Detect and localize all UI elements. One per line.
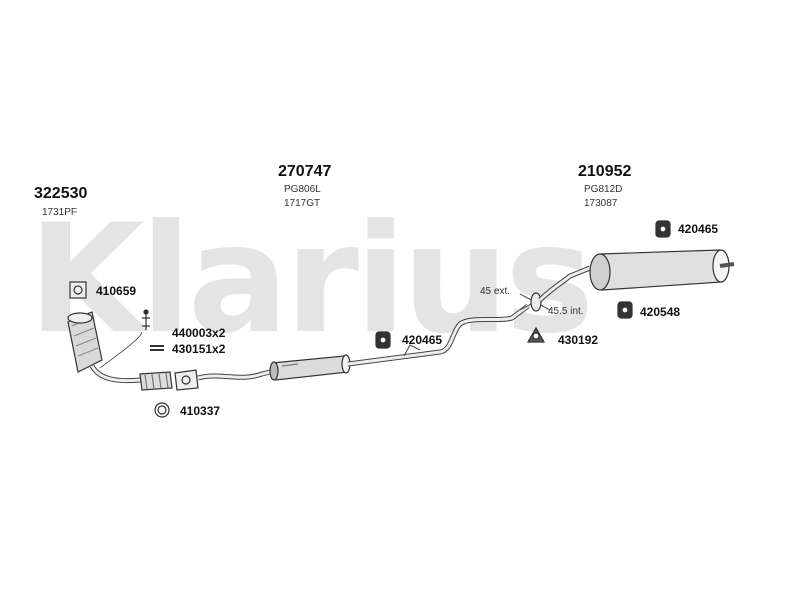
center-silencer[interactable] xyxy=(269,354,351,381)
section-rear-number: 210952 xyxy=(578,163,632,180)
section-center-code1: PG806L xyxy=(284,184,321,195)
section-center-code2: 1717GT xyxy=(284,198,321,209)
part-420465-top-label: 420465 xyxy=(678,222,719,236)
part-440003-label: 440003x2 xyxy=(172,326,226,340)
catalytic-converter[interactable] xyxy=(67,311,103,373)
hanger-430192-icon[interactable] xyxy=(526,326,546,343)
section-catalyst-number: 322530 xyxy=(34,185,88,202)
rear-silencer[interactable] xyxy=(538,249,735,302)
section-rear-code2: 173087 xyxy=(584,198,618,209)
part-430192-label: 430192 xyxy=(558,333,599,347)
middle-pipe[interactable] xyxy=(197,367,279,381)
bolt-leader-line xyxy=(99,331,143,369)
mount-420548-icon[interactable] xyxy=(617,301,633,319)
section-catalyst-code: 1731PF xyxy=(42,207,78,218)
ring-410337-icon[interactable] xyxy=(154,402,170,418)
bolt-440003-icon[interactable] xyxy=(142,309,150,330)
part-430151-label: 430151x2 xyxy=(172,342,226,356)
mount-420465-mid-icon[interactable] xyxy=(375,331,391,349)
part-420548-label: 420548 xyxy=(640,305,681,319)
front-pipe[interactable] xyxy=(89,364,173,391)
section-rear-code1: PG812D xyxy=(584,184,623,195)
section-center-number: 270747 xyxy=(278,163,332,180)
brand-watermark: Klarius xyxy=(28,193,594,367)
clamp-410659-icon[interactable] xyxy=(69,281,87,299)
spring-430151-icon[interactable] xyxy=(150,345,164,351)
part-420465-mid-label: 420465 xyxy=(402,333,443,347)
annotation-int: 45.5 int. xyxy=(548,306,584,317)
mount-420465-top-icon[interactable] xyxy=(655,220,671,238)
flange[interactable] xyxy=(174,369,199,391)
intermediate-pipe[interactable] xyxy=(347,304,530,367)
part-410337-label: 410337 xyxy=(180,404,221,418)
annotation-ext: 45 ext. xyxy=(480,286,511,297)
part-410659-label: 410659 xyxy=(96,284,137,298)
